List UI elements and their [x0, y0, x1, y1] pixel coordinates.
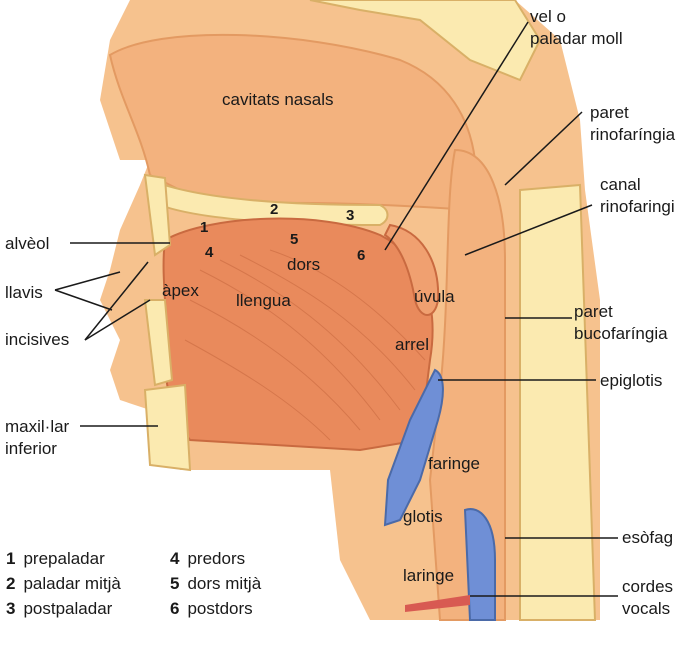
label-dorsum: dors	[287, 255, 320, 274]
lower-jaw-bone	[143, 383, 192, 472]
legend-text: predors	[187, 549, 246, 568]
zone-number-1: 1	[200, 219, 208, 236]
callout-nasopharyngeal-canal-2: rinofaringi	[600, 197, 675, 216]
zone-number-2: 2	[270, 201, 278, 218]
callout-buccopharyngeal-wall-1: paret	[574, 302, 613, 321]
legend-text: paladar mitjà	[23, 574, 121, 593]
hard-palate	[148, 178, 389, 227]
zone-number-6: 6	[357, 247, 365, 264]
legend-number: 2	[6, 574, 16, 593]
legend-text: dors mitjà	[187, 574, 262, 593]
epiglottis	[383, 368, 444, 527]
legend-text: postpaladar	[23, 599, 113, 618]
legend-text: postdors	[187, 599, 253, 618]
pharynx-channel	[428, 148, 506, 621]
uvula	[383, 223, 440, 316]
label-apex: àpex	[162, 281, 199, 300]
legend-item: 1 prepaladar	[6, 549, 105, 569]
label-larynx: laringe	[403, 566, 454, 585]
callout-epiglottis: epiglotis	[600, 371, 662, 390]
callout-vocal-cords-2: vocals	[622, 599, 670, 618]
callout-soft-palate-2: paladar moll	[530, 29, 623, 48]
zone-number-5: 5	[290, 231, 298, 248]
callout-nasopharyngeal-wall-2: rinofaríngia	[590, 125, 676, 144]
legend-item: 5 dors mitjà	[170, 574, 261, 594]
legend-number: 6	[170, 599, 180, 618]
label-nasal-cavity: cavitats nasals	[222, 90, 334, 109]
legend-item: 3 postpaladar	[6, 599, 112, 619]
label-uvula: úvula	[414, 287, 455, 306]
callout-lower-jaw-2: inferior	[5, 439, 57, 458]
legend-item: 6 postdors	[170, 599, 253, 619]
label-pharynx: faringe	[428, 454, 480, 473]
cervical-spine	[519, 183, 597, 621]
label-glottis: glotis	[403, 507, 443, 526]
label-root: arrel	[395, 335, 429, 354]
tongue	[162, 217, 434, 452]
callout-lips: llavis	[5, 283, 43, 302]
callout-incisors: incisives	[5, 330, 69, 349]
callout-esophagus: esòfag	[622, 528, 673, 547]
label-tongue: llengua	[236, 291, 291, 310]
callout-soft-palate-1: vel o	[530, 7, 566, 26]
skull-bone	[309, 0, 542, 82]
vocal-fold-red	[405, 595, 470, 612]
lower-incisor	[143, 299, 174, 387]
legend-item: 2 paladar mitjà	[6, 574, 121, 594]
vocal-cords	[463, 508, 496, 621]
callout-buccopharyngeal-wall-2: bucofaríngia	[574, 324, 668, 343]
legend-number: 1	[6, 549, 16, 568]
legend-number: 5	[170, 574, 180, 593]
tongue-muscle-fibers	[184, 249, 426, 441]
legend-text: prepaladar	[23, 549, 105, 568]
legend-number: 4	[170, 549, 180, 568]
lead-lines	[54, 21, 618, 597]
callout-nasopharyngeal-canal-1: canal	[600, 175, 641, 194]
upper-incisor	[143, 173, 172, 257]
callout-alveolus: alvèol	[5, 234, 49, 253]
legend-number: 3	[6, 599, 16, 618]
zone-number-4: 4	[205, 244, 214, 261]
zone-number-3: 3	[346, 207, 354, 224]
callout-lower-jaw-1: maxil·lar	[5, 417, 70, 436]
callout-nasopharyngeal-wall-1: paret	[590, 103, 629, 122]
callout-vocal-cords-1: cordes	[622, 577, 673, 596]
legend-item: 4 predors	[170, 549, 245, 569]
